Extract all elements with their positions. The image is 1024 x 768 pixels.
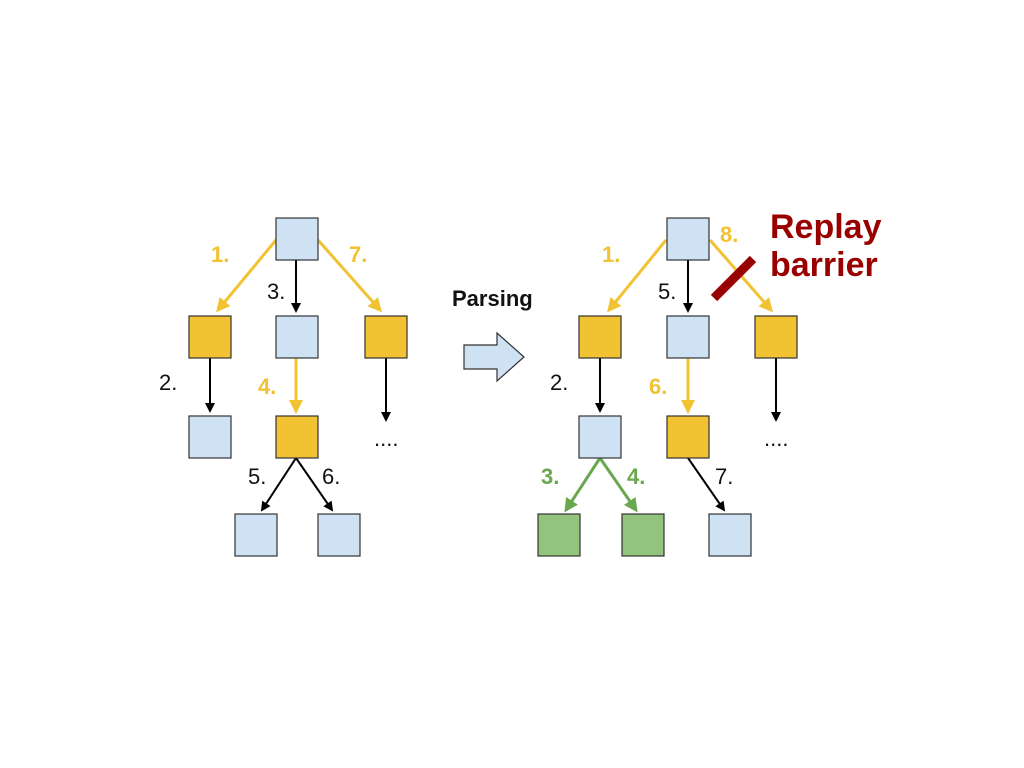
right-label-6: 6.: [649, 374, 667, 399]
left-node-b-child: [275, 415, 319, 459]
right-node-green-2: [621, 513, 665, 557]
right-label-3: 3.: [541, 464, 559, 489]
right-edge-1: [607, 239, 668, 313]
left-label-6: 6.: [322, 464, 340, 489]
left-node-b: [275, 315, 319, 359]
right-label-2: 2.: [550, 370, 568, 395]
left-node-leaf-2: [317, 513, 361, 557]
right-label-1: 1.: [602, 242, 620, 267]
left-edge-5: [260, 457, 297, 512]
right-label-4: 4.: [627, 464, 645, 489]
right-label-7: 7.: [715, 464, 733, 489]
right-label-5: 5.: [658, 279, 676, 304]
replay-barrier-title: Replay: [770, 208, 882, 246]
right-label-8: 8.: [720, 222, 738, 247]
right-node-b-child: [666, 415, 710, 459]
left-label-5: 5.: [248, 464, 266, 489]
right-node-root: [666, 217, 710, 261]
right-edge-3: [564, 457, 602, 513]
replay-barrier-subtitle: barrier: [770, 246, 878, 284]
right-node-leaf: [708, 513, 752, 557]
left-label-3: 3.: [267, 279, 285, 304]
right-node-green-1: [537, 513, 581, 557]
right-edge-4: [598, 457, 638, 513]
replay-barrier-bar: [710, 255, 757, 302]
left-node-root: [275, 217, 319, 261]
left-node-a: [188, 315, 232, 359]
right-node-c: [754, 315, 798, 359]
left-node-c: [364, 315, 408, 359]
left-edge-6: [295, 457, 334, 512]
left-edge-1: [216, 239, 278, 313]
left-label-4: 4.: [258, 374, 276, 399]
left-node-leaf-1: [234, 513, 278, 557]
right-tree: 1. 5. 8. 2. 6. .... 3. 4. 7. Replay barr…: [537, 208, 882, 557]
left-label-1: 1.: [211, 242, 229, 267]
left-label-2: 2.: [159, 370, 177, 395]
left-label-7: 7.: [349, 242, 367, 267]
right-edge-7: [687, 457, 726, 512]
right-arrow-icon: [463, 331, 525, 383]
left-node-a-child: [188, 415, 232, 459]
left-label-more: ....: [374, 426, 398, 451]
right-label-more: ....: [764, 426, 788, 451]
right-node-a: [578, 315, 622, 359]
transition: Parsing: [452, 286, 533, 383]
right-node-b: [666, 315, 710, 359]
left-tree: 1. 3. 7. 2. 4. .... 5. 6.: [159, 217, 408, 557]
right-node-a-child: [578, 415, 622, 459]
left-edge-7: [316, 239, 382, 313]
parsing-label: Parsing: [452, 286, 533, 311]
